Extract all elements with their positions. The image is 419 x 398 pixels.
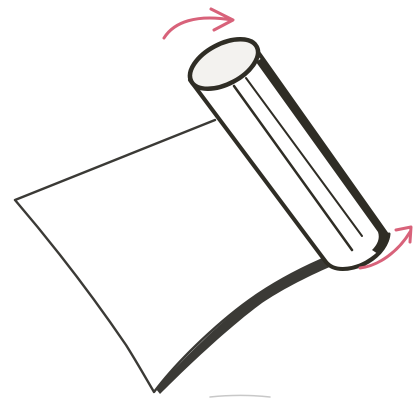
roll-shade-line <box>245 77 363 237</box>
roll-end-cap <box>187 36 261 92</box>
roll-cylinder <box>187 36 391 271</box>
rotation-arrows <box>162 7 413 270</box>
roll-side-shade <box>256 58 387 254</box>
ground-shadow <box>209 394 271 398</box>
rotation-arrow-top-icon <box>162 16 234 40</box>
roll-highlight-line <box>232 84 354 252</box>
roll-bottom-end <box>324 232 391 271</box>
paper-sheet-outline <box>13 118 332 394</box>
rotation-arrow-bottom-icon <box>358 230 412 270</box>
rotation-arrow-bottom-head <box>394 225 413 244</box>
sheet-shadow-edge <box>156 258 332 394</box>
rotation-arrow-top-head <box>209 7 235 32</box>
paper-sheet <box>13 118 332 398</box>
